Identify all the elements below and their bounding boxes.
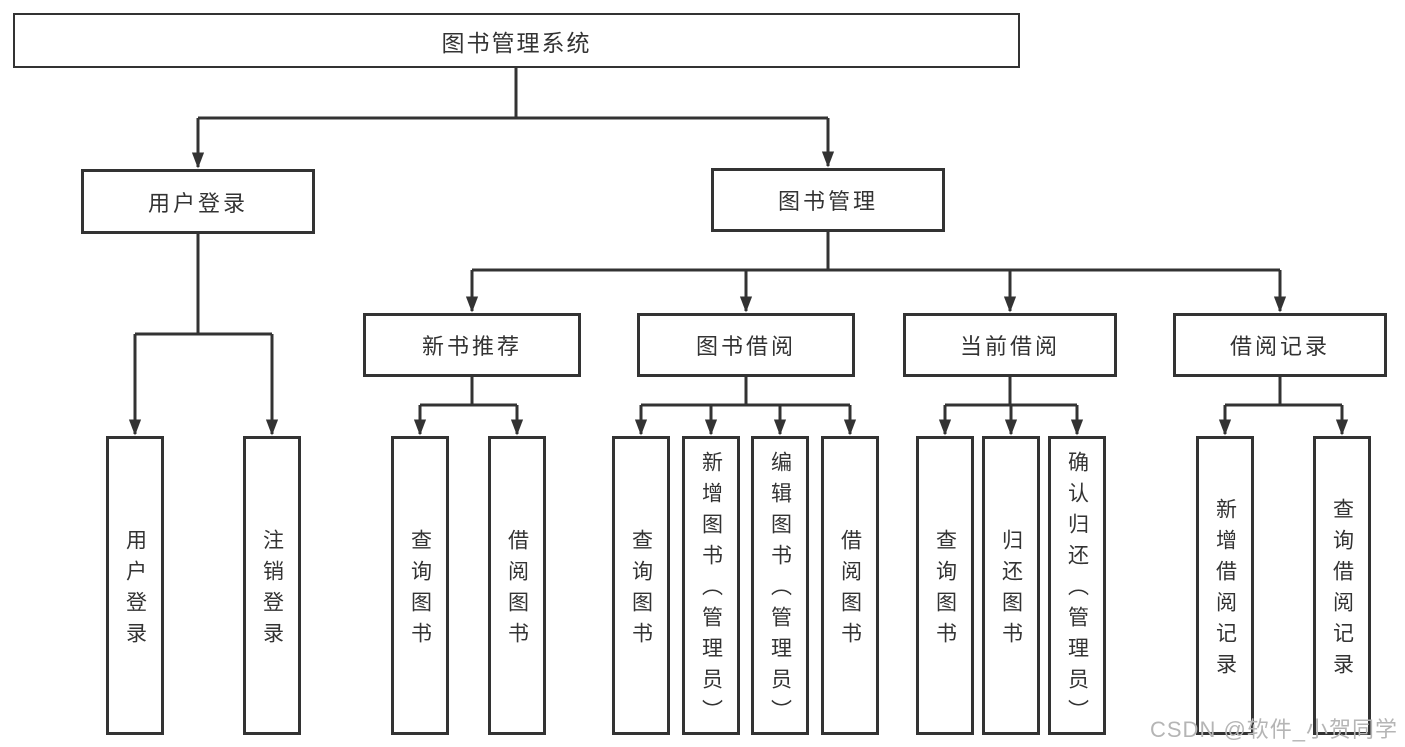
node-query-books-borrowing: 查询图书 (612, 436, 670, 735)
node-add-borrow-record: 新增借阅记录 (1196, 436, 1254, 735)
node-book-borrowing: 图书借阅 (637, 313, 855, 377)
node-book-management: 图书管理 (711, 168, 945, 232)
node-user-login: 用户登录 (81, 169, 315, 234)
node-user-login-action: 用户登录 (106, 436, 164, 735)
node-label: 归还图书 (999, 528, 1023, 653)
node-label: 查询图书 (629, 528, 653, 653)
node-label: 图书管理系统 (441, 29, 592, 56)
node-label: 编辑图书（管理员） (768, 451, 792, 730)
node-edit-book-admin: 编辑图书（管理员） (751, 436, 809, 735)
node-label: 借阅图书 (838, 528, 862, 653)
node-label: 查询图书 (408, 528, 432, 653)
node-label: 图书管理 (777, 189, 878, 214)
node-label: 新书推荐 (421, 334, 522, 359)
node-label: 新增借阅记录 (1213, 497, 1237, 684)
node-label: 注销登录 (260, 528, 284, 653)
node-label: 用户登录 (123, 528, 147, 653)
node-new-book-recommend: 新书推荐 (363, 313, 581, 377)
node-label: 图书借阅 (695, 334, 796, 359)
node-borrowing-records: 借阅记录 (1173, 313, 1387, 377)
node-logout-action: 注销登录 (243, 436, 301, 735)
node-borrow-books-borrowing: 借阅图书 (821, 436, 879, 735)
node-return-books: 归还图书 (982, 436, 1040, 735)
node-query-books-recommend: 查询图书 (391, 436, 449, 735)
node-label: 当前借阅 (959, 334, 1060, 359)
node-label: 用户登录 (147, 190, 248, 216)
csdn-watermark: CSDN @软件_小贺同学 (1150, 717, 1399, 742)
node-label: 借阅记录 (1229, 334, 1330, 359)
node-library-management-system: 图书管理系统 (13, 13, 1020, 68)
node-label: 查询图书 (933, 528, 957, 653)
node-confirm-return-admin: 确认归还（管理员） (1048, 436, 1106, 735)
node-label: 查询借阅记录 (1330, 497, 1354, 684)
node-label: 新增图书（管理员） (699, 451, 723, 730)
node-current-borrowing: 当前借阅 (903, 313, 1117, 377)
node-label: 确认归还（管理员） (1065, 451, 1089, 730)
node-query-borrow-record: 查询借阅记录 (1313, 436, 1371, 735)
node-query-books-current: 查询图书 (916, 436, 974, 735)
node-label: 借阅图书 (505, 528, 529, 653)
node-borrow-books-recommend: 借阅图书 (488, 436, 546, 735)
node-add-book-admin: 新增图书（管理员） (682, 436, 740, 735)
connector-group (128, 68, 1349, 436)
